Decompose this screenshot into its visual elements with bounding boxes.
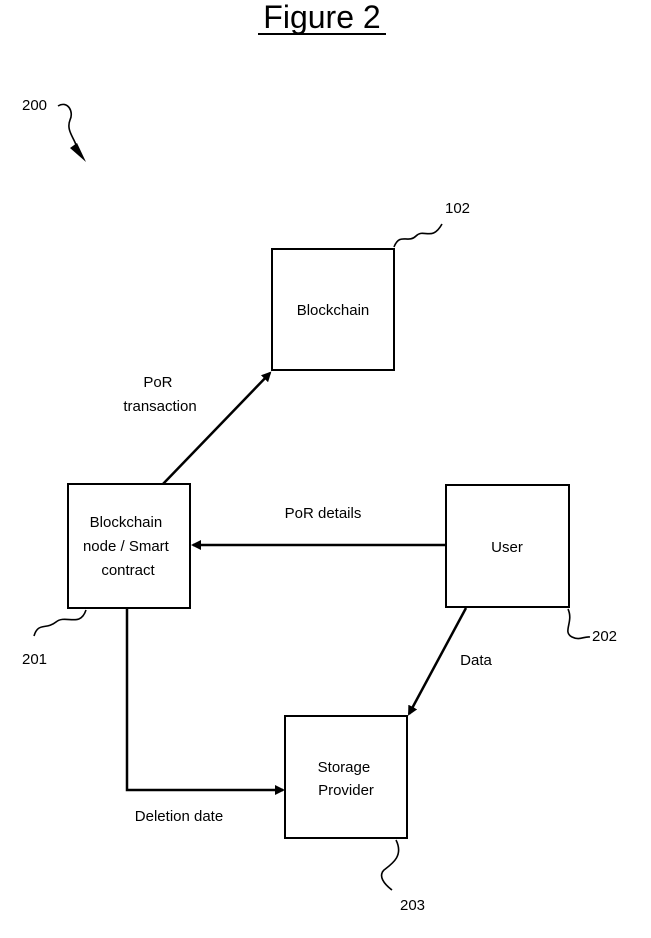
storage-provider-label-line-1: Storage: [318, 759, 371, 776]
smart-contract-label-line-1: Blockchain: [90, 514, 163, 531]
blockchain-ref-number: 102: [445, 200, 470, 217]
por-transaction-label-line-2: transaction: [123, 398, 196, 415]
user-ref-leader: [568, 609, 590, 639]
smart-contract-label-line-2: node / Smart: [83, 538, 170, 555]
smart-contract-label-line-3: contract: [101, 562, 155, 579]
user-box-label: User: [491, 539, 523, 556]
data-arrow: [409, 608, 466, 714]
deletion-date-label: Deletion date: [135, 808, 223, 825]
figure-reference-squiggle: [58, 104, 76, 145]
deletion-date-arrow: [127, 608, 283, 790]
storage-provider-ref-leader: [382, 840, 399, 890]
smart-contract-ref-number: 201: [22, 651, 47, 668]
por-transaction-arrow: [163, 373, 270, 484]
storage-provider-ref-number: 203: [400, 897, 425, 914]
storage-provider-box: [285, 716, 407, 838]
data-label: Data: [460, 652, 492, 669]
smart-contract-ref-leader: [34, 610, 86, 636]
storage-provider-label-line-2: Provider: [318, 782, 374, 799]
por-transaction-label: PoR transaction: [123, 374, 196, 415]
figure-reference-arrowhead: [70, 143, 86, 162]
por-details-label: PoR details: [285, 505, 362, 522]
user-ref-number: 202: [592, 628, 617, 645]
blockchain-box-label: Blockchain: [297, 302, 370, 319]
por-transaction-label-line-1: PoR: [143, 374, 172, 391]
figure-title: Figure 2: [263, 0, 380, 35]
blockchain-ref-leader: [394, 224, 442, 247]
figure-reference-label: 200: [22, 97, 47, 114]
